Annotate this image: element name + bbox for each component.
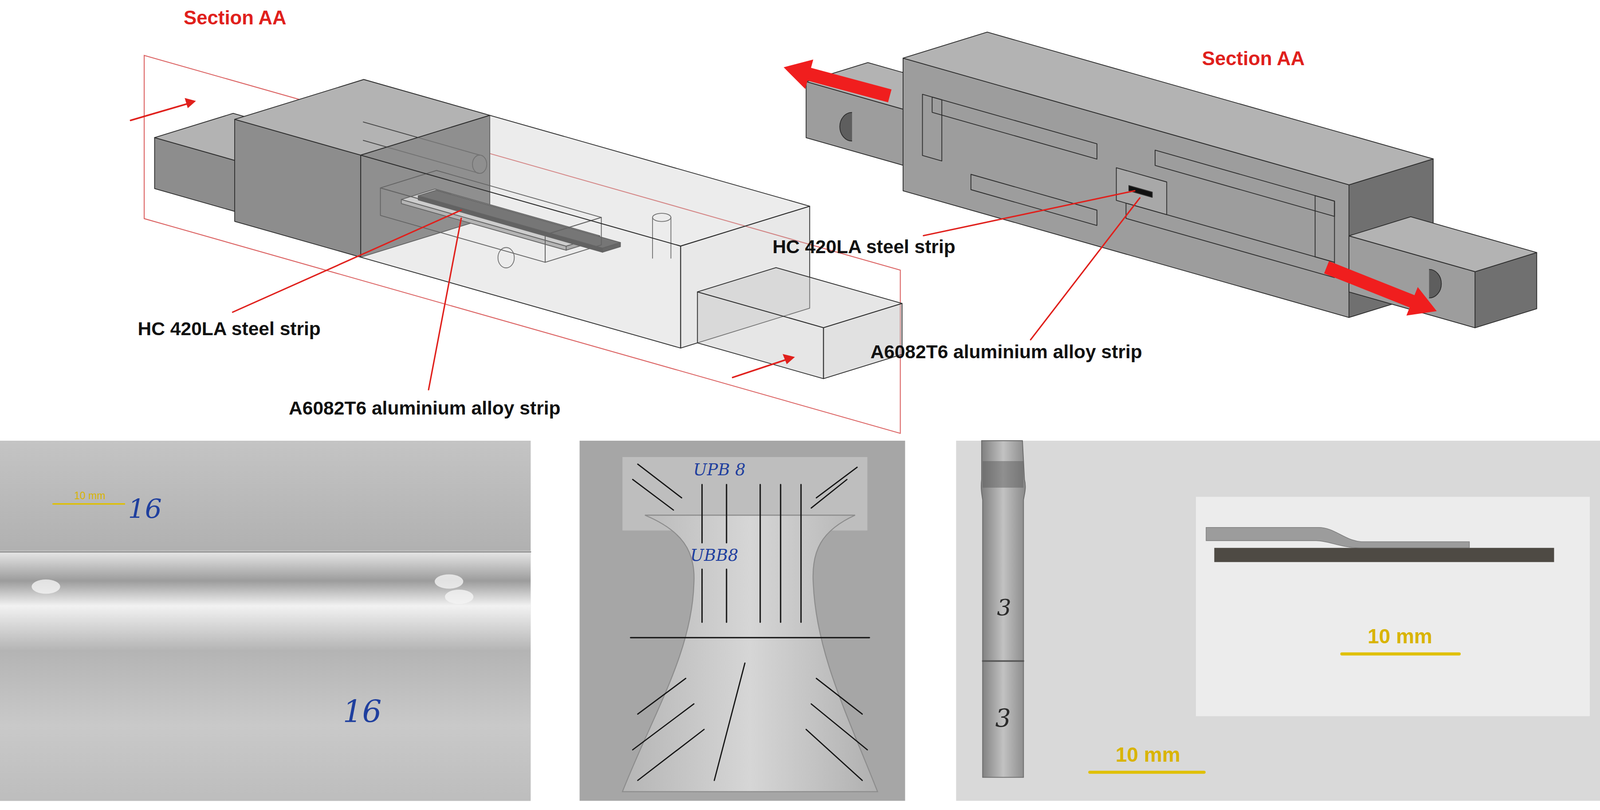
- clamp-flange-transparent: [697, 267, 902, 329]
- slot-outline: [922, 94, 943, 162]
- surface-spot: [31, 579, 60, 594]
- slot-outline: [1155, 150, 1335, 217]
- marker-line: [714, 663, 745, 782]
- marker-line: [701, 484, 703, 543]
- load-arrow: [782, 353, 795, 365]
- load-arrow: [130, 102, 190, 121]
- aluminium-layer: [1206, 527, 1470, 549]
- marker-line: [759, 484, 761, 623]
- handwritten-mark: 16: [128, 495, 162, 526]
- handwritten-mark: UBB8: [690, 546, 739, 566]
- flange-notch: [1429, 269, 1442, 299]
- marker-line: [779, 484, 782, 623]
- clamp-body-transparent: [360, 115, 810, 247]
- marker-line: [725, 569, 728, 623]
- surface-spot: [444, 589, 474, 605]
- marker-line: [630, 637, 870, 639]
- aluminium-sheet: [0, 551, 531, 802]
- surface-spot: [434, 574, 464, 589]
- photo: [0, 440, 531, 802]
- part-label: A6082T6 aluminium alloy strip: [870, 341, 1143, 363]
- scale-bar: [1341, 652, 1460, 656]
- part-label: HC 420LA steel strip: [137, 317, 321, 340]
- cad-section: [783, 31, 1538, 340]
- photo-background: [579, 440, 906, 802]
- bend-shade: [982, 461, 1024, 488]
- marker-line: [816, 467, 858, 499]
- handwritten-mark: 16: [342, 694, 382, 730]
- photo-background: [0, 440, 531, 802]
- part-label: HC 420LA steel strip: [772, 235, 956, 258]
- steel-layer: [1214, 548, 1554, 563]
- slot-outline: [1125, 203, 1335, 278]
- specimen-window: [1116, 167, 1168, 215]
- marker-line: [701, 569, 703, 623]
- handwritten-mark: 3: [995, 705, 1011, 734]
- marker-line: [632, 704, 694, 751]
- inset-panel: [1195, 497, 1590, 717]
- marker-line: [816, 678, 863, 715]
- handwritten-mark: UPB 8: [693, 461, 746, 480]
- load-arrow: [184, 98, 196, 109]
- sheet-edge: [0, 551, 531, 553]
- scale-label: 10 mm: [1115, 743, 1181, 767]
- leader-line: [428, 218, 462, 390]
- slot-outline: [1315, 195, 1335, 263]
- tensile-specimen: [622, 515, 878, 793]
- marker-line: [800, 484, 802, 623]
- load-arrow: [783, 59, 892, 103]
- part-label: A6082T6 aluminium alloy strip: [288, 397, 561, 420]
- marker-line: [637, 729, 705, 781]
- load-arrow: [732, 359, 788, 378]
- photo: [955, 440, 1600, 802]
- marker-line: [805, 729, 863, 781]
- leader-line: [232, 210, 461, 313]
- leader-line: [1030, 197, 1140, 340]
- photo: [579, 440, 906, 802]
- marker-line: [811, 479, 848, 508]
- clamp-flange: [1348, 216, 1537, 272]
- cut-line: [982, 660, 1024, 662]
- leader-line: [923, 190, 1135, 236]
- scale-label: 10 mm: [1367, 625, 1433, 649]
- load-arrow: [1324, 261, 1437, 316]
- section-label: Section AA: [183, 7, 287, 30]
- scale-bar: [1089, 770, 1205, 775]
- section-label: Section AA: [1202, 47, 1306, 71]
- slot-outline: [971, 174, 1097, 226]
- marker-line: [632, 479, 674, 511]
- handwritten-mark: 3: [996, 595, 1011, 622]
- steel-sheet: [0, 440, 531, 556]
- photo-background: [955, 440, 1600, 802]
- marker-line: [637, 678, 686, 715]
- scale-bar: [53, 503, 125, 505]
- specimen-side-view: [981, 440, 1026, 778]
- marker-line: [637, 464, 682, 499]
- flange-notch: [839, 112, 853, 142]
- marker-line: [811, 704, 868, 751]
- marker-line: [725, 484, 728, 543]
- slot-outline: [931, 97, 1097, 160]
- scale-label: 10 mm: [74, 490, 106, 502]
- clamp-body: [903, 31, 1434, 185]
